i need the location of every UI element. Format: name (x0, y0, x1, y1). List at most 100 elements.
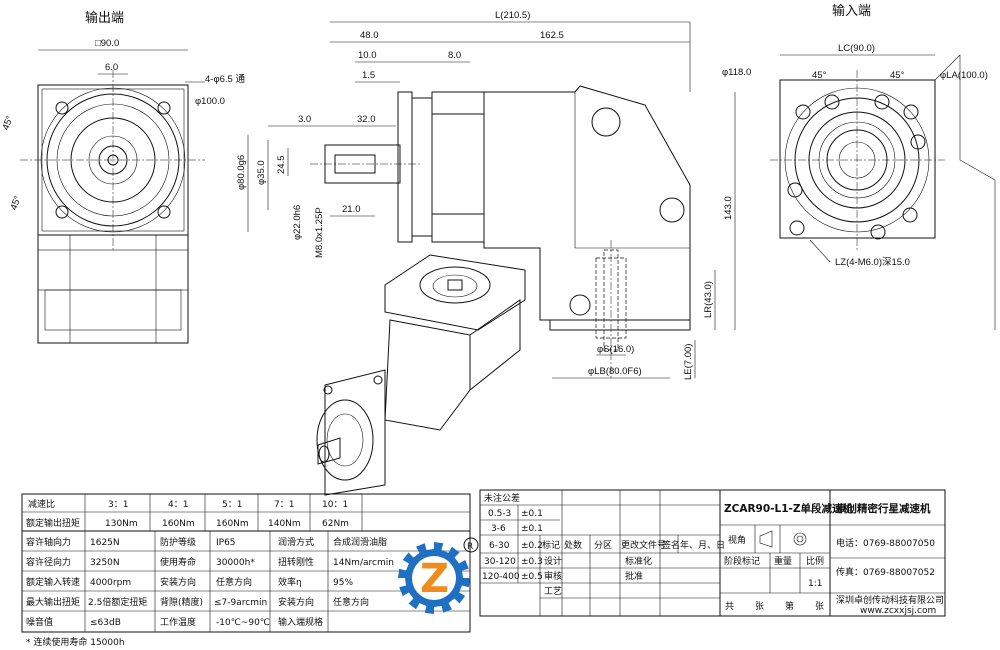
spec-row-1: 容许轴向力 1625N 防护等级 IP65 润滑方式 合成润滑油脂 (26, 536, 387, 548)
fax: 传真：0769-88007052 (836, 566, 935, 578)
input-angle-a: 45° (812, 70, 827, 81)
spec-cell: 安装方向 (278, 596, 314, 608)
ratio-3: 5：1 (222, 500, 242, 510)
tol-range: 30-120 (484, 557, 516, 567)
company-full: 深圳卓创传动科技有限公司 (836, 594, 944, 606)
spec-cell: 任意方向 (333, 596, 369, 608)
dim-3: 3.0 (298, 114, 311, 125)
dim-24-5: 24.5 (276, 156, 287, 175)
dim-LA: φLA(100.0) (940, 70, 988, 81)
spec-row-5: 噪音值 ≤63dB 工作温度 -10℃~90℃ 输入端规格 (26, 616, 323, 628)
rev-header: 更改文件号 (621, 539, 666, 551)
tol-value: ±0.3 (521, 557, 543, 567)
sheet-total: 共 (725, 601, 734, 612)
sheet-no: 第 (785, 600, 794, 612)
dim-shaft: φ22.0h6 (292, 205, 303, 240)
output-holes-note: 4-φ6.5 通 (205, 74, 245, 85)
spec-cell: 任意方向 (216, 576, 252, 588)
dim-tap: M8.0x1.25P (314, 207, 325, 258)
dim-8: 8.0 (448, 50, 461, 61)
spec-cell: 95% (333, 578, 353, 588)
angle-housing (483, 85, 691, 321)
dim-L: L(210.5) (495, 10, 530, 21)
output-side-title: 输出端 (85, 10, 124, 26)
spec-cell: 输入端规格 (278, 616, 323, 628)
input-view: 输入端 LC(90.0) φ118.0 φLA(100.0) 45° 45° L… (722, 3, 996, 330)
spec-cell: 防护等级 (160, 536, 196, 548)
sheet-label: 张 (755, 601, 764, 612)
scale-value: 1:1 (808, 579, 822, 589)
role-review: 审核 (544, 570, 562, 582)
tol-range: 120-400 (482, 572, 520, 582)
output-square-dim: □90.0 (95, 38, 119, 49)
dim-48: 48.0 (360, 30, 379, 41)
input-flange-square (779, 79, 936, 239)
spec-cell: 4000rpm (90, 578, 131, 588)
output-angle-b: 45° (8, 194, 23, 211)
side-view: L(210.5) 48.0 162.5 10.0 8.0 1.5 3.0 32.… (236, 10, 736, 380)
model-name: ZCAR90-L1-Z单段减速机 (724, 502, 853, 515)
spec-row-3: 额定输入转速 4000rpm 安装方向 任意方向 效率η 95% (26, 576, 353, 588)
tol-value: ±0.5 (521, 572, 543, 582)
dim-boss: φ35.0 (256, 160, 267, 185)
dim-21: 21.0 (342, 204, 361, 215)
input-side-title: 输入端 (832, 3, 871, 19)
ratio-2: 4：1 (168, 500, 188, 510)
role-approve: 批准 (625, 570, 643, 582)
dim-LR: LR(43.0) (703, 281, 714, 318)
ratio-4: 7：1 (274, 500, 294, 510)
phone: 电话：0769-88007050 (836, 537, 935, 549)
spec-cell: 使用寿命 (160, 556, 196, 568)
tol-value: ±0.1 (521, 509, 543, 519)
tol-value: ±0.1 (521, 524, 543, 534)
spec-table: 减速比 3：1 4：1 5：1 7：1 10：1 额定输出扭矩 130Nm 16… (21, 493, 471, 648)
dim-pilot: φ80.0g6 (236, 155, 247, 190)
dim-input-118: φ118.0 (722, 67, 751, 78)
spec-cell: 噪音值 (26, 616, 53, 628)
rev-header: 处数 (564, 539, 582, 551)
dim-10: 10.0 (358, 50, 377, 61)
spec-cell: ≤63dB (90, 618, 121, 628)
ratio-label: 减速比 (28, 498, 55, 510)
dim-162-5: 162.5 (540, 30, 564, 41)
company-logo: Z R (398, 537, 479, 614)
spec-cell: 容许轴向力 (26, 536, 71, 548)
isometric-view (316, 254, 526, 496)
rev-header: 分区 (594, 540, 612, 551)
output-angle-a: 45° (0, 114, 15, 131)
company-title: 卓创精密行星减速机 (836, 502, 931, 515)
rev-header: 标记 (542, 539, 560, 551)
spec-cell: 3250N (90, 558, 120, 568)
tol-range: 6-30 (489, 541, 510, 551)
rev-header: 签名 (662, 539, 680, 551)
dim-32: 32.0 (357, 114, 376, 125)
output-key-dim: 6.0 (105, 62, 118, 73)
view-label: 视角 (728, 534, 746, 546)
spec-row-2: 容许径向力 3250N 使用寿命 30000h* 扭转刚性 14Nm/arcmi… (26, 556, 394, 568)
torque-1: 130Nm (105, 519, 138, 529)
tol-value: ±0.2 (521, 541, 543, 551)
ratio-5: 10：1 (322, 500, 348, 510)
weight-label: 重量 (774, 555, 792, 567)
registered-mark: R (467, 542, 473, 552)
tolerance-title: 未注公差 (484, 492, 520, 504)
stage-label: 阶段标记 (724, 555, 760, 567)
spec-cell: 最大输出扭矩 (26, 596, 80, 608)
torque-4: 140Nm (268, 519, 301, 529)
torque-2: 160Nm (162, 519, 195, 529)
output-pcd-dim: φ100.0 (195, 96, 225, 107)
footnote: * 连续使用寿命 15000h (26, 636, 125, 648)
spec-cell: 背隙(精度) (160, 596, 203, 608)
spec-cell: IP65 (216, 538, 236, 548)
dim-143: 143.0 (723, 196, 734, 220)
spec-cell: 效率η (278, 576, 302, 588)
output-view: 输出端 □90.0 6.0 4-φ6.5 通 φ100.0 45° 45° (0, 10, 245, 344)
spec-cell: 安装方向 (160, 576, 196, 588)
tol-range: 0.5-3 (488, 509, 511, 519)
dim-1-5: 1.5 (362, 70, 375, 81)
spec-cell: 30000h* (216, 558, 255, 568)
dim-LE: LE(7.00) (683, 344, 694, 380)
spec-cell: 工作温度 (160, 616, 196, 628)
torque-label: 额定输出扭矩 (26, 517, 80, 529)
